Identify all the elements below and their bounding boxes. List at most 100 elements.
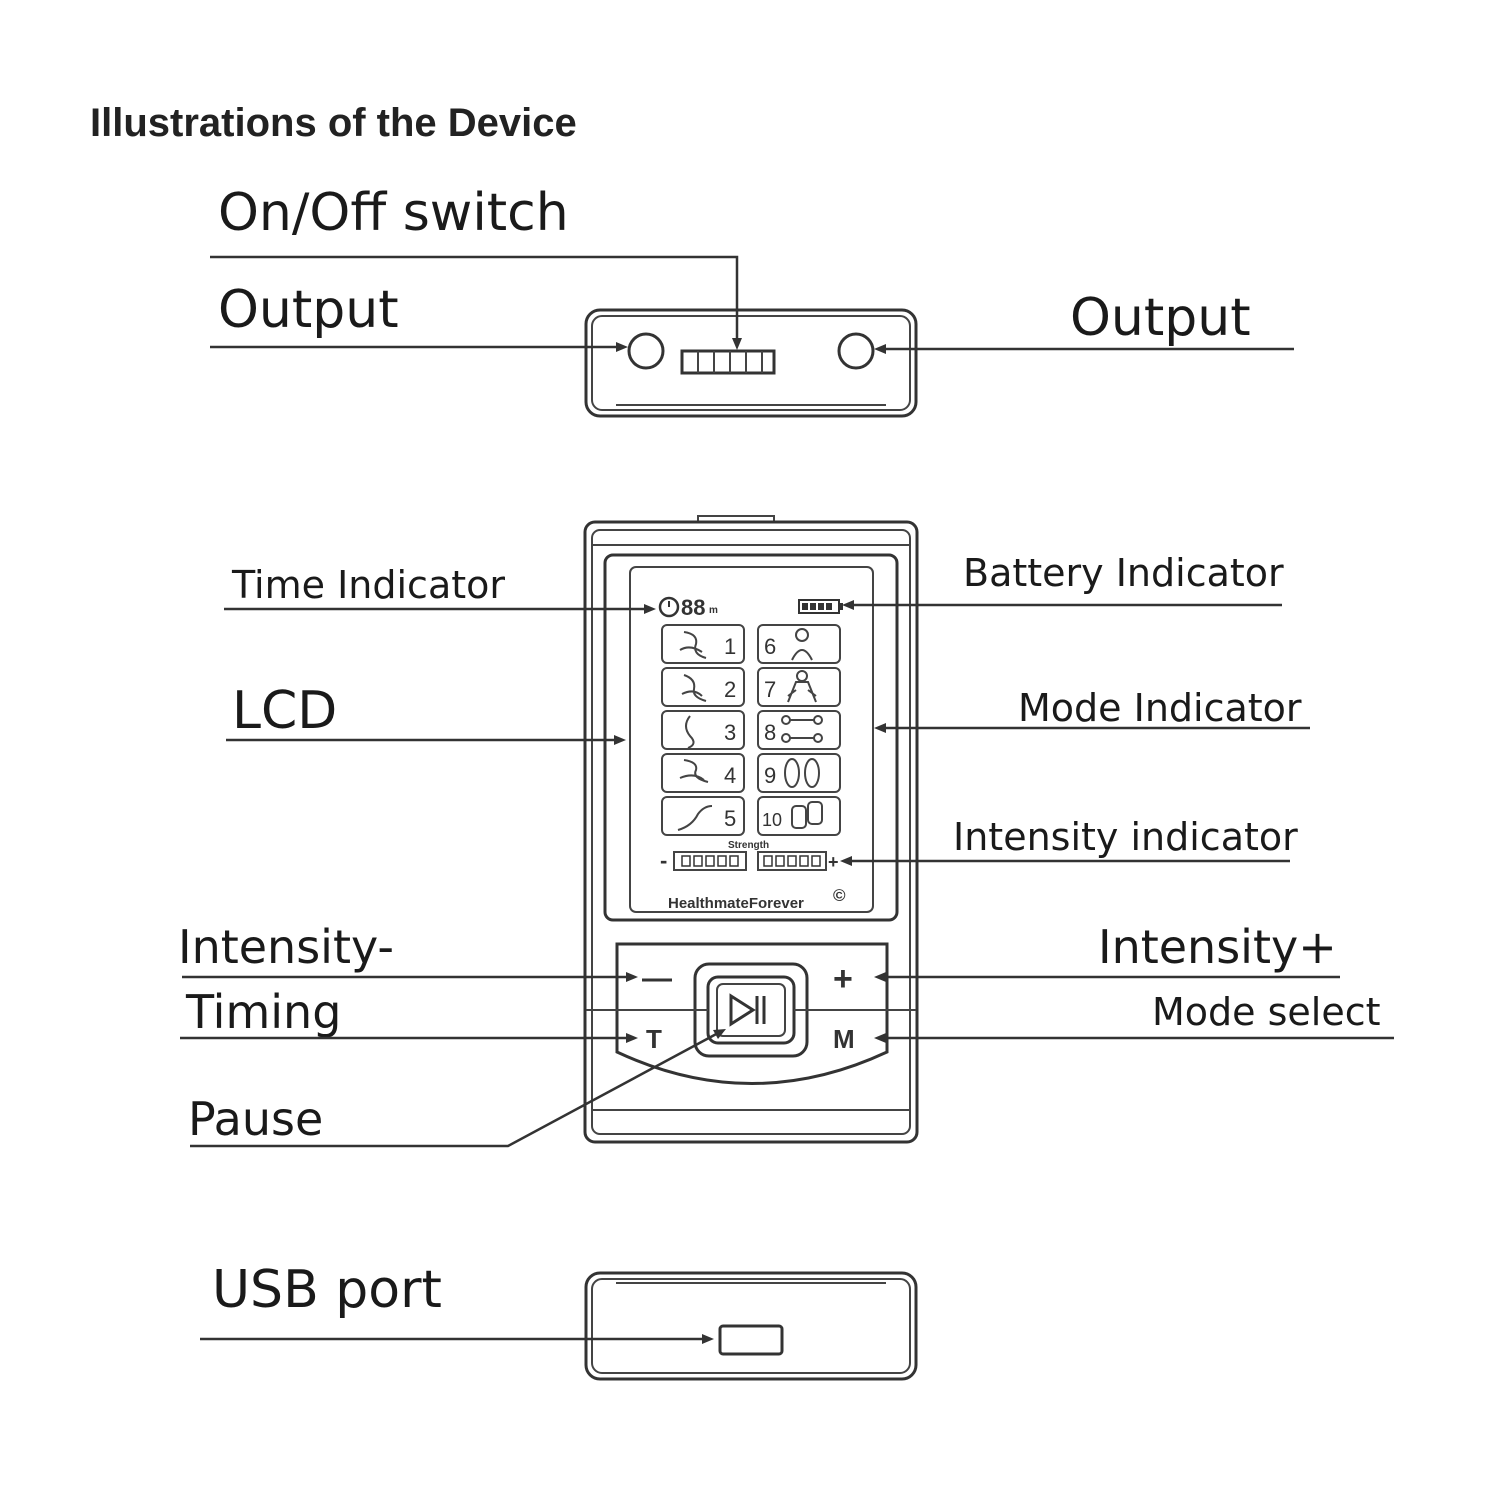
mode-number-10: 10 (762, 810, 782, 830)
arrow-intensity-indicator (840, 856, 852, 866)
mode-number-1: 1 (724, 634, 736, 659)
strength-bar-left (673, 851, 747, 871)
arrow-mode-select (874, 1033, 886, 1043)
massage-figure-icon (681, 674, 707, 702)
leg-figure-icon (677, 805, 713, 831)
arrow-mode-indicator (874, 723, 886, 733)
arrow-intensity-plus (874, 972, 886, 982)
label-output-right: Output (1070, 288, 1251, 348)
figure-head-icon (795, 628, 809, 642)
leader-pause (190, 1030, 721, 1148)
arrow-output-right (874, 344, 886, 354)
label-intensity-minus: Intensity- (178, 920, 394, 974)
output-jack-left (627, 332, 665, 370)
mode-tile-6: 6 (757, 624, 841, 664)
mode-tile-3: 3 (661, 710, 745, 750)
mode-number-8: 8 (764, 720, 776, 745)
strength-bar-right (757, 851, 827, 871)
label-intensity-plus: Intensity+ (1098, 920, 1337, 974)
arrow-lcd (614, 735, 626, 745)
lcd-time-indicator: 88 m (658, 595, 718, 620)
massage-figure-icon (679, 631, 707, 659)
label-lcd: LCD (232, 681, 337, 741)
mode-number-2: 2 (724, 677, 736, 702)
mode-tile-1: 1 (661, 624, 745, 664)
mode-number-3: 3 (724, 720, 736, 745)
label-battery-indicator: Battery Indicator (963, 551, 1284, 595)
intensity-minus-button[interactable]: — (642, 962, 672, 995)
top-view-inner-edge (591, 315, 911, 411)
mode-tile-2: 2 (661, 667, 745, 707)
on-off-switch (680, 349, 776, 375)
device-top-view (584, 308, 918, 418)
label-time-indicator: Time Indicator (231, 563, 505, 607)
arrow-output-left (616, 342, 628, 352)
mode-number-4: 4 (724, 763, 736, 788)
strength-minus: - (660, 848, 667, 873)
label-output-left: Output (218, 280, 399, 340)
massage-figure-icon (685, 715, 695, 749)
label-on-off-switch: On/Off switch (218, 183, 569, 243)
mode-number-6: 6 (764, 634, 776, 659)
label-pause: Pause (188, 1092, 323, 1146)
figure-body-icon (787, 681, 817, 703)
battery-cell (810, 603, 816, 610)
arrow-pause (713, 1029, 726, 1039)
dumbbell-icon (790, 719, 814, 739)
lcd-time-digits: 88 (681, 595, 705, 620)
mode-tile-10: 10 (757, 796, 841, 836)
foot-icon (804, 758, 820, 788)
pad-icon (807, 801, 823, 825)
mode-tile-4: 4 (661, 753, 745, 793)
play-pause-icon (729, 993, 756, 1027)
mode-number-5: 5 (724, 806, 736, 831)
lcd-battery-indicator (798, 599, 843, 614)
leader-on-off-switch (210, 255, 739, 345)
output-jack-right (837, 332, 875, 370)
battery-cell (802, 603, 808, 610)
arrow-intensity-minus (626, 972, 638, 982)
usb-port (718, 1324, 784, 1356)
mode-tile-5: 5 (661, 796, 745, 836)
mode-number-9: 9 (764, 763, 776, 788)
lcd-bezel (603, 553, 899, 922)
diagram-title: Illustrations of the Device (90, 101, 577, 145)
label-mode-indicator: Mode Indicator (1018, 686, 1302, 730)
mode-button[interactable]: M (833, 1024, 855, 1054)
strength-plus: + (828, 852, 839, 872)
intensity-plus-button[interactable]: + (833, 960, 853, 998)
mode-number-7: 7 (764, 677, 776, 702)
battery-cell (818, 603, 824, 610)
arrow-usb-port (702, 1334, 714, 1344)
battery-cell (826, 603, 832, 610)
label-usb-port: USB port (212, 1260, 442, 1320)
lcd-time-unit: m (709, 605, 718, 616)
foot-icon (784, 758, 800, 788)
lcd-screen (629, 566, 874, 913)
mode-tile-7: 7 (757, 667, 841, 707)
label-timing: Timing (185, 985, 341, 1039)
figure-body-icon (791, 649, 813, 661)
pause-button-face[interactable] (716, 983, 786, 1037)
timing-button[interactable]: T (646, 1024, 662, 1054)
arrow-time-indicator (644, 604, 656, 614)
bottom-view-inner-edge (591, 1278, 911, 1374)
arrow-battery-indicator (842, 600, 854, 610)
mode-tile-8: 8 (757, 710, 841, 750)
clock-icon (658, 596, 680, 618)
mode-tile-9: 9 (757, 753, 841, 793)
brand-mark: © (833, 886, 846, 905)
label-mode-select: Mode select (1152, 990, 1381, 1034)
strength-label: Strength (728, 840, 769, 851)
label-intensity-indicator: Intensity indicator (953, 815, 1298, 859)
pad-icon (791, 805, 807, 829)
arrow-timing (626, 1033, 638, 1043)
brand-name: HealthmateForever (668, 895, 804, 912)
lcd-intensity-indicator: Strength - + (660, 840, 839, 873)
front-body-inner-edge (591, 529, 911, 1135)
arrow-on-off-switch (732, 338, 742, 350)
battery-tip (839, 603, 843, 610)
massage-figure-icon (679, 759, 709, 783)
device-bottom-view (584, 1271, 918, 1381)
